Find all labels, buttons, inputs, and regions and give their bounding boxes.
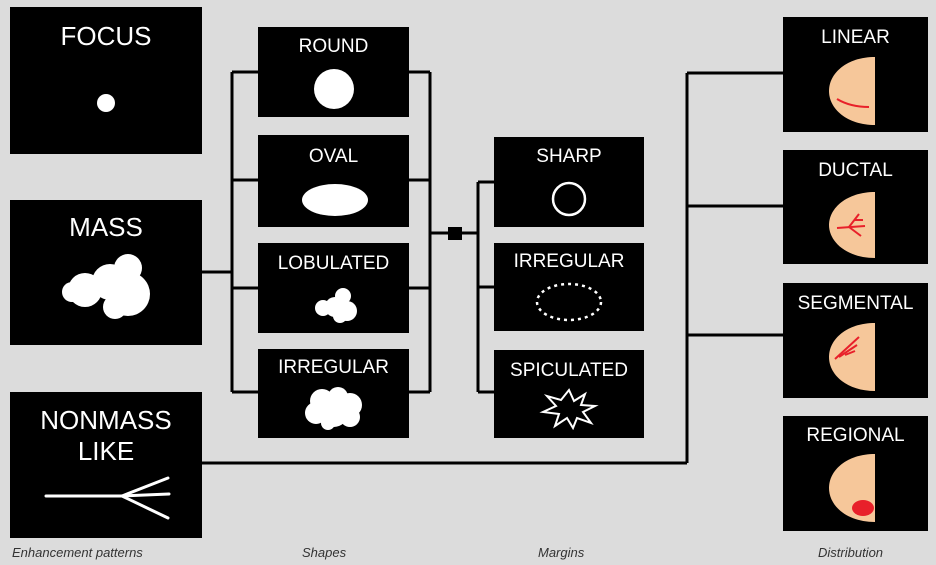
distribution-regional-label: REGIONAL [806, 425, 905, 446]
round-shape-icon [314, 69, 354, 109]
margin-irregular-label: IRREGULAR [513, 251, 625, 272]
spiculated-margin-icon [539, 388, 599, 430]
oval-shape-icon [302, 184, 368, 216]
distribution-segmental-panel: SEGMENTAL [783, 283, 928, 398]
margin-spiculated-panel: SPICULATED [494, 350, 644, 438]
shape-round-panel: ROUND [258, 27, 409, 117]
shape-irregular-label: IRREGULAR [278, 357, 389, 378]
mass-label: MASS [69, 212, 143, 242]
caption-margins: Margins [538, 545, 585, 560]
focus-label: FOCUS [60, 21, 152, 51]
shape-lobulated-label: LOBULATED [277, 253, 390, 274]
shape-oval-panel: OVAL [258, 135, 409, 227]
margin-sharp-label: SHARP [536, 146, 602, 167]
irregular-shape-icon [305, 387, 362, 430]
regional-breast-icon [829, 454, 875, 522]
focus-dot-icon [97, 94, 115, 112]
ductal-breast-icon [829, 192, 875, 258]
distribution-segmental-label: SEGMENTAL [797, 293, 914, 314]
margin-irregular-panel: IRREGULAR [494, 243, 644, 331]
caption-distribution: Distribution [818, 545, 884, 560]
branching-lines-icon [44, 476, 171, 520]
shape-round-label: ROUND [298, 36, 369, 57]
distribution-ductal-panel: DUCTAL [783, 150, 928, 264]
distribution-regional-panel: REGIONAL [783, 416, 928, 531]
distribution-ductal-label: DUCTAL [818, 160, 893, 181]
mass-panel: MASS [10, 200, 202, 345]
linear-breast-icon [829, 57, 875, 125]
margin-spiculated-label: SPICULATED [510, 360, 628, 381]
caption-enhancement-patterns: Enhancement patterns [12, 545, 143, 560]
sharp-margin-icon [551, 181, 587, 217]
focus-panel: FOCUS [10, 7, 202, 154]
distribution-linear-panel: LINEAR [783, 17, 928, 132]
junction-node [448, 227, 462, 240]
nonmass-label-line2: LIKE [77, 436, 135, 466]
caption-shapes: Shapes [302, 545, 347, 560]
segmental-breast-icon [829, 323, 875, 391]
shape-irregular-panel: IRREGULAR [258, 349, 409, 438]
lobulated-shape-icon [315, 288, 357, 323]
nonmass-panel: NONMASS LIKE [10, 392, 202, 538]
shape-oval-label: OVAL [308, 146, 359, 167]
nonmass-label-line1: NONMASS [40, 405, 172, 435]
mass-blob-icon [62, 254, 150, 319]
margin-sharp-panel: SHARP [494, 137, 644, 227]
irregular-margin-icon [535, 282, 603, 322]
shape-lobulated-panel: LOBULATED [258, 243, 409, 333]
distribution-linear-label: LINEAR [821, 27, 890, 48]
